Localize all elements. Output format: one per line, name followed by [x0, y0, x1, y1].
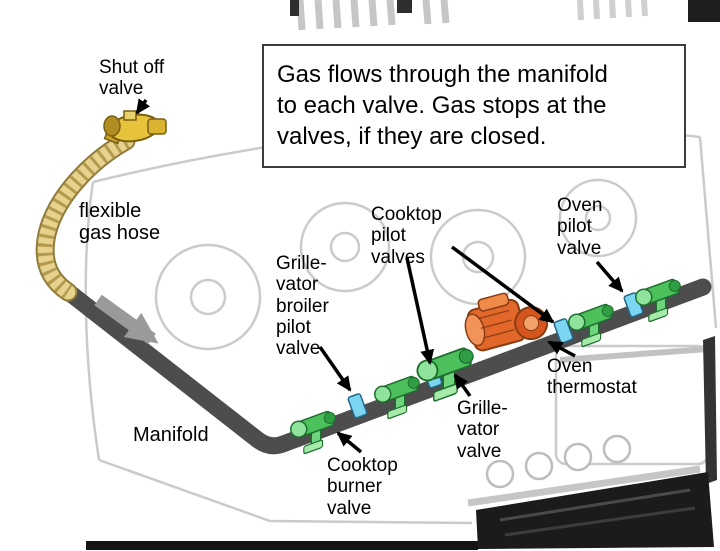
label-oven-thermostat: Oven thermostat: [547, 356, 637, 399]
arrow-shut-off-valve: [135, 98, 151, 115]
backsplash-vents: [296, 0, 450, 31]
vent-dark-slot: [290, 0, 299, 16]
arrow-oven-pilot-valve: [595, 260, 624, 293]
control-knobs: [485, 434, 632, 489]
arrow-cooktop-pilot-right: [450, 245, 555, 324]
vent-dark-slot: [397, 0, 412, 13]
oven-door-handle: [559, 346, 709, 363]
label-grillevator-broiler-pilot-valve: Grille- vator broiler pilot valve: [276, 253, 329, 360]
label-oven-pilot-valve: Oven pilot valve: [557, 195, 603, 259]
info-box: Gas flows through the manifold to each v…: [262, 44, 686, 168]
pointer-arrows: [135, 98, 624, 454]
label-flexible-gas-hose: flexible gas hose: [79, 200, 161, 245]
stove-illustration: [84, 0, 720, 550]
corner-dark: [688, 0, 720, 22]
arrow-cooktop-burner-valve: [336, 431, 363, 454]
drawer-highlight: [504, 506, 696, 537]
label-manifold: Manifold: [133, 424, 209, 446]
drawer-handle: [467, 465, 701, 507]
gas-flow-direction-arrow: [94, 294, 159, 345]
label-grillevator-valve: Grille- vator valve: [457, 398, 508, 462]
drawer-highlight: [499, 488, 691, 522]
label-cooktop-pilot-valves: Cooktop pilot valves: [371, 204, 442, 268]
right-vents: [577, 0, 648, 21]
arrow-cooktop-pilot-left: [405, 257, 435, 365]
shut-off-valve-graphic: [103, 110, 167, 145]
label-shut-off-valve: Shut off valve: [99, 57, 165, 100]
arrow-grillevator-broiler-pilot: [318, 345, 352, 392]
arrow-oven-thermostat: [547, 340, 576, 358]
label-cooktop-burner-valve: Cooktop burner valve: [327, 455, 398, 519]
arrow-grillevator-valve: [453, 373, 472, 398]
right-edge-shadow: [703, 336, 717, 484]
flexible-gas-hose-graphic: [35, 131, 136, 302]
burner-grates: [154, 178, 638, 351]
base-shadow: [86, 541, 478, 550]
manifold-pipe: [57, 278, 712, 455]
